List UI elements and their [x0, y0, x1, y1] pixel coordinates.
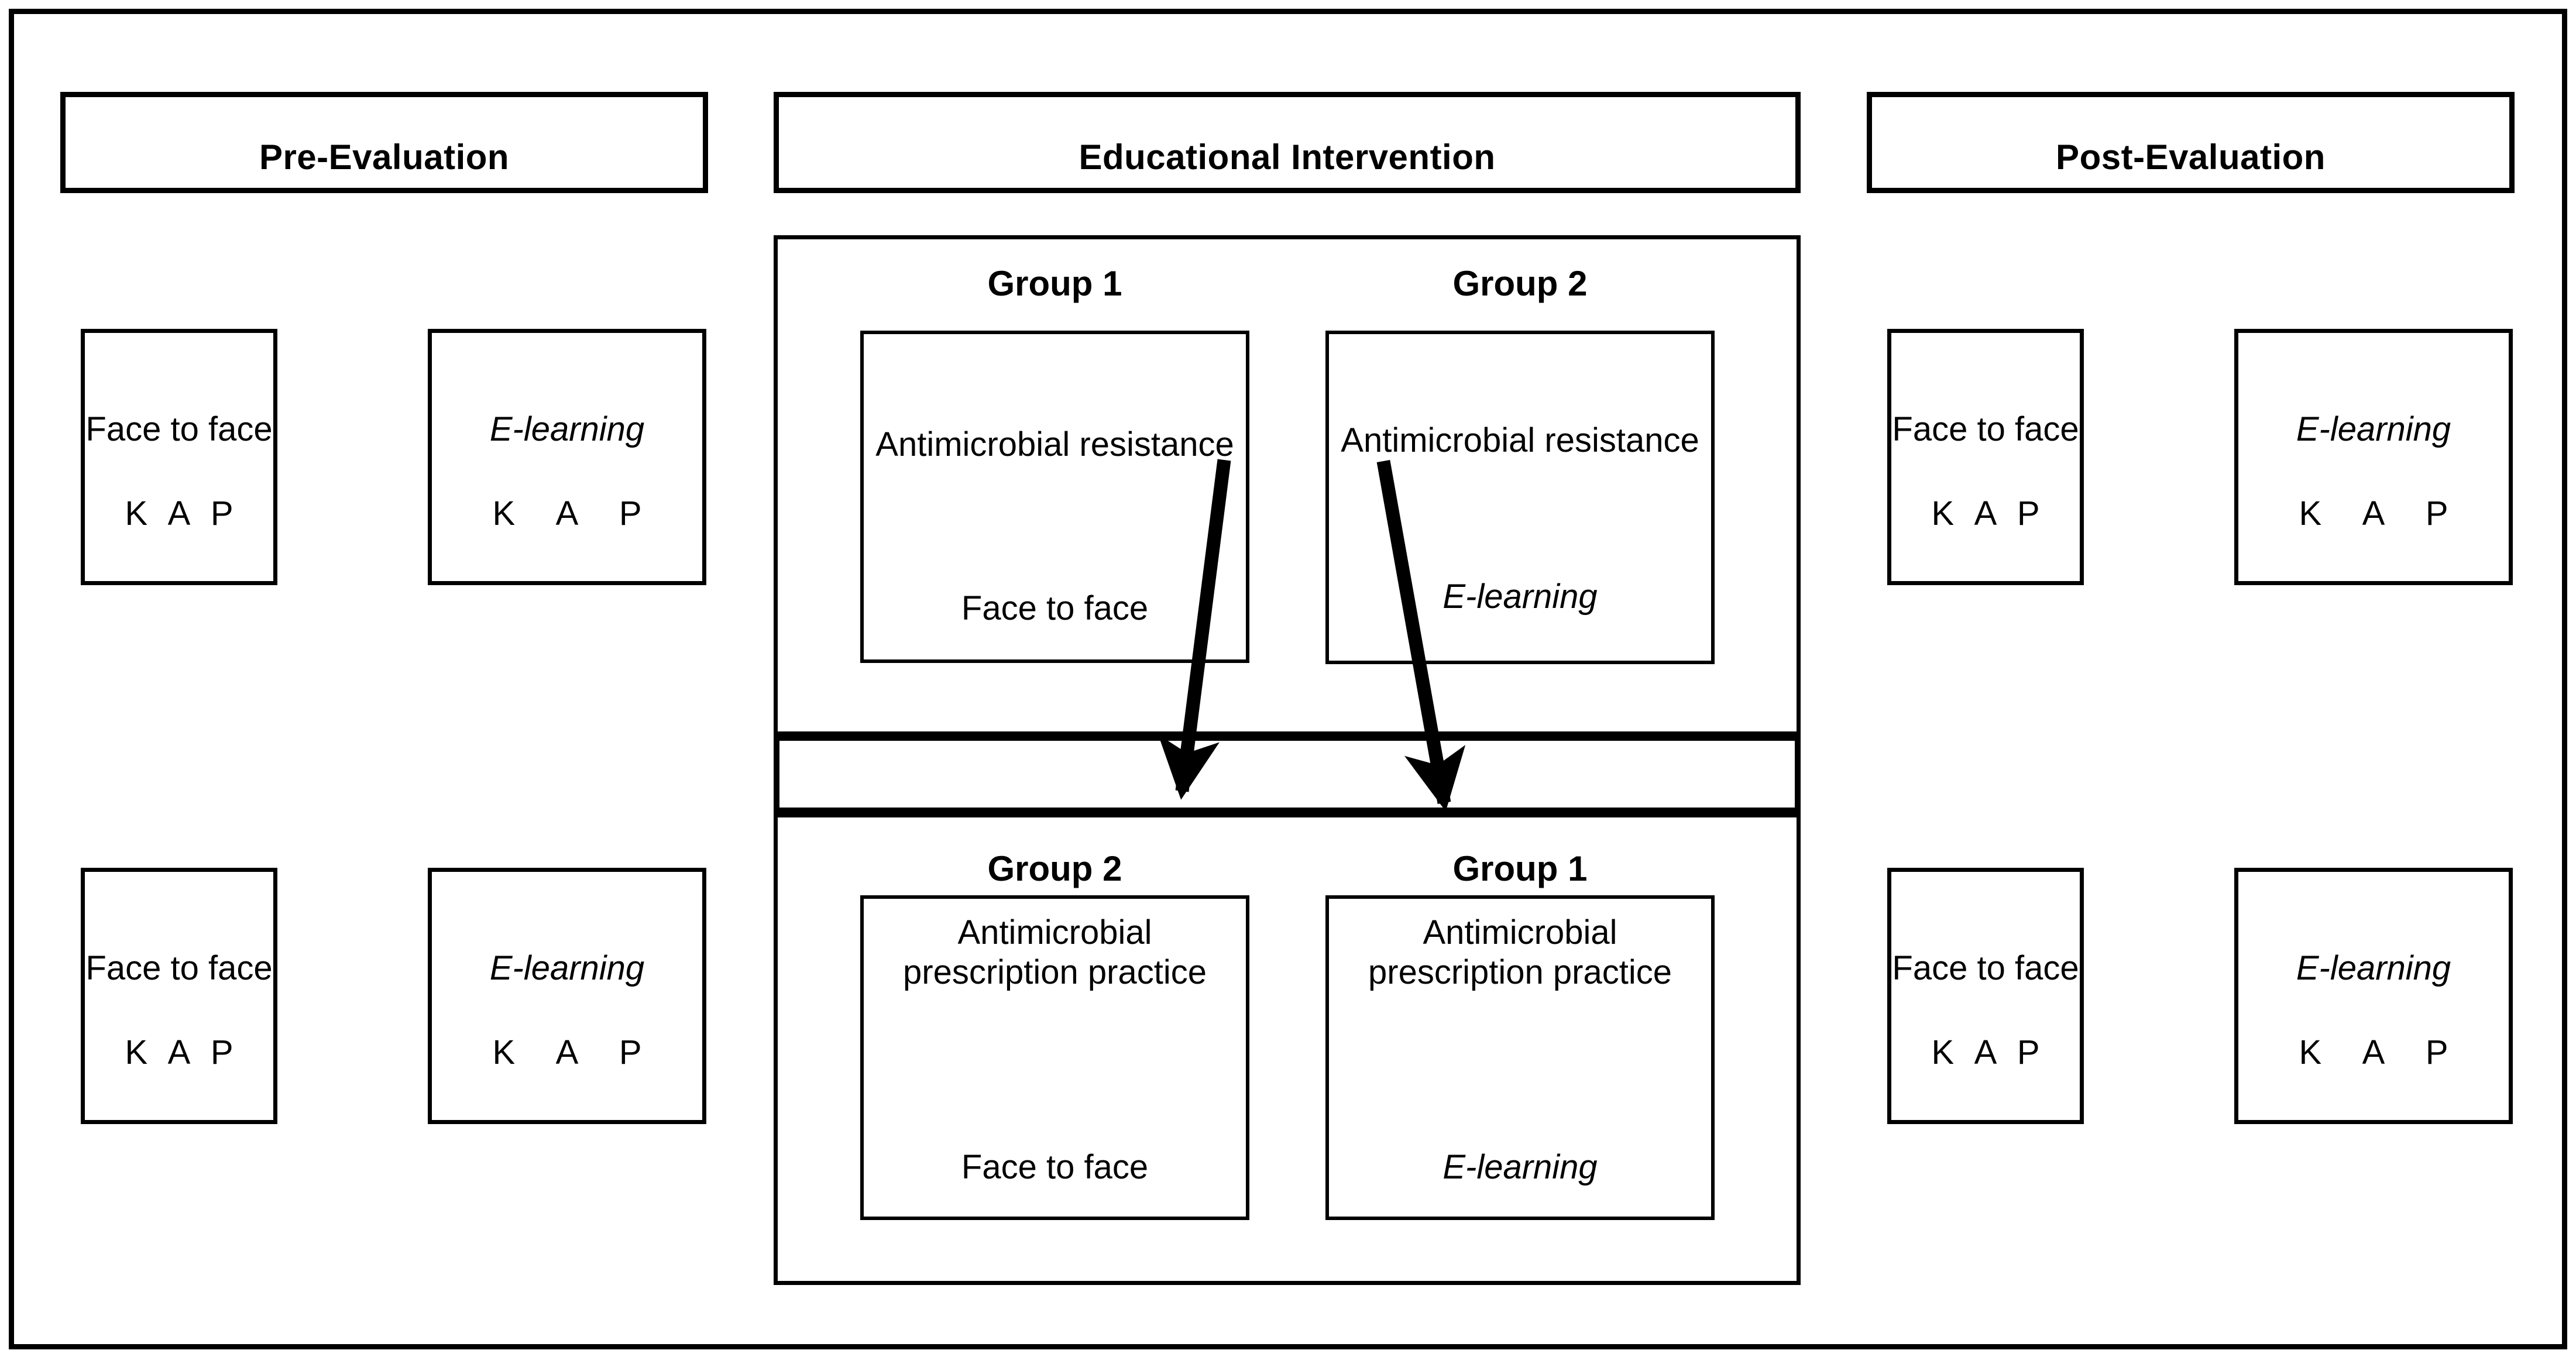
kap-practice: P [2425, 1033, 2448, 1071]
pre-assessment-mode-label: Face to face [85, 949, 273, 987]
post-assessment-kap-row: K A P [1891, 1036, 2080, 1070]
phase1-topic-label: Antimicrobial resistance [875, 425, 1234, 463]
educational-intervention-header: Educational Intervention [774, 92, 1801, 193]
post-assessment-kap-row: K A P [1891, 497, 2080, 531]
kap-attitude: A [2362, 494, 2385, 532]
pre-evaluation-header: Pre-Evaluation [60, 92, 708, 193]
phase1-group-label-right: Group 2 [1452, 264, 1588, 303]
kap-practice: P [619, 494, 642, 532]
post-assessment-box-face-to-face-top: Face to face K A P [1887, 329, 2084, 585]
phase1-delivery-label: Face to face [961, 589, 1149, 627]
phase1-topic-box-group-2: Antimicrobial resistance E-learning [1325, 331, 1715, 664]
phase1-delivery-label: E-learning [1442, 578, 1598, 616]
pre-assessment-mode-label: Face to face [85, 410, 273, 448]
kap-knowledge: K [492, 1033, 516, 1071]
educational-intervention-header-label: Educational Intervention [1079, 138, 1496, 177]
phase2-topic-label: Antimicrobial prescription practice [1368, 913, 1672, 992]
post-evaluation-header-label: Post-Evaluation [2056, 138, 2326, 177]
post-evaluation-header: Post-Evaluation [1867, 92, 2515, 193]
post-assessment-box-face-to-face-bottom: Face to face K A P [1887, 868, 2084, 1124]
phase2-topic-box-group-2: Antimicrobial prescription practice Face… [860, 895, 1249, 1220]
phase2-group-label-left: Group 2 [987, 849, 1122, 888]
kap-attitude: A [555, 1033, 579, 1071]
pre-assessment-kap-row: K A P [85, 1036, 273, 1070]
phase2-delivery-label: E-learning [1442, 1148, 1598, 1186]
post-assessment-mode-label: Face to face [1892, 949, 2079, 987]
crossover-bar [774, 735, 1801, 813]
kap-attitude: A [2362, 1033, 2385, 1071]
pre-assessment-kap-row: K A P [85, 497, 273, 531]
pre-assessment-box-face-to-face-top: Face to face K A P [81, 329, 277, 585]
kap-knowledge: K [1931, 494, 1955, 532]
post-assessment-kap-row: K A P [2238, 497, 2509, 531]
post-assessment-box-e-learning-top: E-learning K A P [2234, 329, 2513, 585]
pre-assessment-kap-row: K A P [432, 497, 702, 531]
phase2-topic-box-group-1: Antimicrobial prescription practice E-le… [1325, 895, 1715, 1220]
intervention-phase-1-container [774, 235, 1801, 736]
kap-practice: P [619, 1033, 642, 1071]
kap-knowledge: K [1931, 1033, 1955, 1071]
pre-assessment-kap-row: K A P [432, 1036, 702, 1070]
kap-attitude: A [555, 494, 579, 532]
pre-assessment-mode-label: E-learning [489, 949, 645, 987]
kap-knowledge: K [492, 494, 516, 532]
phase2-topic-label: Antimicrobial prescription practice [903, 913, 1207, 992]
phase2-delivery-label: Face to face [961, 1148, 1149, 1186]
pre-assessment-mode-label: E-learning [489, 410, 645, 448]
post-assessment-mode-label: Face to face [1892, 410, 2079, 448]
pre-evaluation-header-label: Pre-Evaluation [259, 138, 510, 177]
kap-practice: P [2017, 1033, 2040, 1071]
phase2-group-label-right: Group 1 [1452, 849, 1588, 888]
kap-attitude: A [167, 1033, 191, 1071]
kap-practice: P [2425, 494, 2448, 532]
post-assessment-box-e-learning-bottom: E-learning K A P [2234, 868, 2513, 1124]
pre-assessment-box-e-learning-top: E-learning K A P [428, 329, 706, 585]
kap-knowledge: K [125, 1033, 148, 1071]
kap-attitude: A [1974, 494, 1997, 532]
phase1-group-label-left: Group 1 [987, 264, 1122, 303]
phase1-topic-label: Antimicrobial resistance [1341, 421, 1699, 459]
phase1-topic-box-group-1: Antimicrobial resistance Face to face [860, 331, 1249, 663]
pre-assessment-box-face-to-face-bottom: Face to face K A P [81, 868, 277, 1124]
kap-practice: P [210, 1033, 233, 1071]
kap-knowledge: K [2299, 1033, 2322, 1071]
pre-assessment-box-e-learning-bottom: E-learning K A P [428, 868, 706, 1124]
kap-knowledge: K [125, 494, 148, 532]
kap-practice: P [210, 494, 233, 532]
post-assessment-kap-row: K A P [2238, 1036, 2509, 1070]
kap-attitude: A [1974, 1033, 1997, 1071]
post-assessment-mode-label: E-learning [2296, 949, 2451, 987]
post-assessment-mode-label: E-learning [2296, 410, 2451, 448]
intervention-phase-2-container [774, 813, 1801, 1285]
kap-practice: P [2017, 494, 2040, 532]
kap-knowledge: K [2299, 494, 2322, 532]
kap-attitude: A [167, 494, 191, 532]
